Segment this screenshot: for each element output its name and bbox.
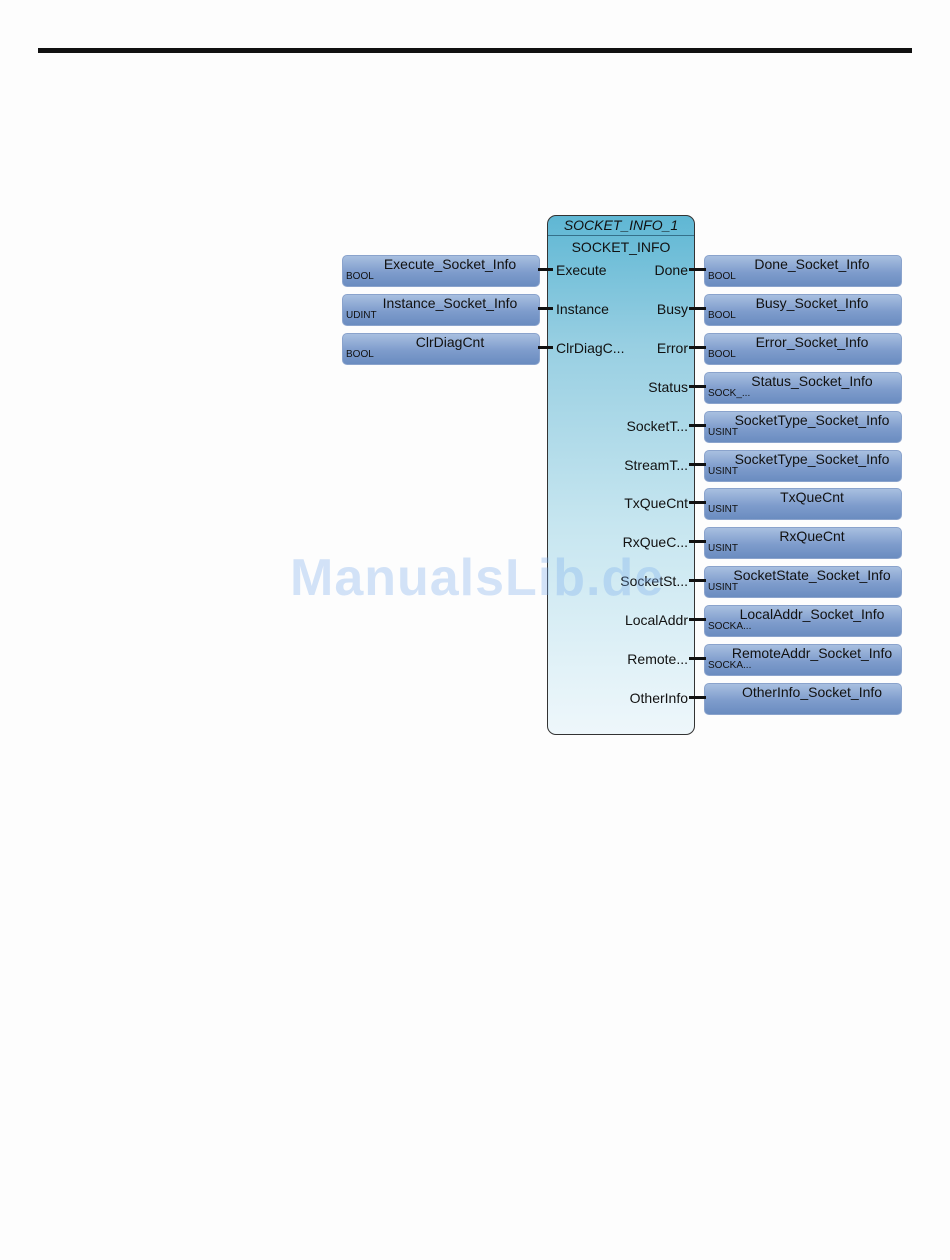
output-connector-6	[689, 501, 706, 505]
tag-name: OtherInfo_Socket_Info	[741, 683, 883, 700]
output-tag-11[interactable]: OtherInfo_Socket_Info	[704, 682, 902, 715]
tag-datatype: BOOL	[708, 348, 736, 360]
output-connector-11	[689, 695, 706, 699]
tag-name: Busy_Socket_Info	[755, 294, 869, 311]
input-pin-label-2: ClrDiagC...	[556, 339, 625, 356]
output-pin-label-11: OtherInfo	[629, 689, 688, 706]
tag-datatype: BOOL	[346, 271, 374, 282]
output-connector-3	[689, 384, 706, 388]
output-pin-label-8: SocketSt...	[620, 573, 688, 590]
output-pin-label-10: Remote...	[627, 651, 688, 667]
tag-name: RxQueCnt	[779, 528, 845, 545]
output-pin-label-6: TxQueCnt	[624, 495, 688, 512]
output-pin-label-1: Busy	[656, 300, 688, 317]
tag-name: ClrDiagCnt	[415, 333, 485, 350]
tag-name: RemoteAddr_Socket_Info	[731, 645, 893, 661]
input-pin-label-1: Instance	[556, 300, 609, 317]
tag-datatype: USINT	[708, 465, 738, 477]
output-pin-label-9: LocalAddr	[624, 612, 688, 629]
output-connector-4	[689, 423, 706, 427]
tag-datatype: BOOL	[346, 348, 374, 360]
tag-name: Instance_Socket_Info	[382, 294, 518, 311]
tag-datatype: SOCKA...	[708, 660, 752, 671]
tag-datatype: UDINT	[346, 309, 377, 321]
tag-datatype: BOOL	[708, 271, 736, 282]
output-connector-9	[689, 618, 706, 622]
block-type-name: SOCKET_INFO	[571, 239, 671, 255]
tag-name: TxQueCnt	[780, 489, 844, 506]
input-connector-2	[538, 345, 553, 349]
output-pin-label-4: SocketT...	[626, 417, 688, 434]
output-connector-2	[689, 345, 706, 349]
output-connector-8	[689, 579, 706, 583]
output-connector-10	[689, 657, 706, 660]
tag-name: Done_Socket_Info	[754, 256, 870, 272]
input-connector-1	[538, 306, 553, 310]
block-instance-name: SOCKET_INFO_1	[563, 217, 679, 233]
output-connector-0	[689, 268, 706, 271]
block-title-divider	[548, 235, 694, 236]
watermark: ManualsLib.de	[290, 549, 665, 607]
tag-datatype: BOOL	[708, 309, 736, 321]
tag-datatype: USINT	[708, 582, 738, 594]
output-connector-7	[689, 540, 706, 544]
output-pin-label-7: RxQueC...	[622, 534, 688, 551]
output-pin-label-3: Status	[648, 378, 688, 395]
output-pin-label-0: Done	[654, 262, 688, 278]
tag-datatype: USINT	[708, 543, 738, 555]
tag-name: Status_Socket_Info	[751, 372, 873, 389]
tag-name: Execute_Socket_Info	[383, 256, 517, 272]
tag-datatype: SOCK_...	[708, 387, 751, 399]
input-connector-0	[538, 268, 553, 271]
output-pin-label-5: StreamT...	[624, 456, 688, 473]
tag-datatype: SOCKA...	[708, 621, 752, 633]
tag-datatype: USINT	[708, 504, 738, 516]
tag-name: SocketType_Socket_Info	[734, 450, 890, 467]
input-pin-label-0: Execute	[556, 262, 607, 278]
tag-name: Error_Socket_Info	[755, 333, 869, 350]
output-pin-label-2: Error	[656, 339, 688, 356]
tag-name: SocketType_Socket_Info	[734, 411, 890, 428]
tag-datatype: USINT	[708, 426, 738, 438]
tag-name: LocalAddr_Socket_Info	[739, 606, 885, 623]
top-rule	[38, 48, 912, 53]
tag-name: SocketState_Socket_Info	[733, 567, 891, 584]
function-block[interactable]: SOCKET_INFO_1 SOCKET_INFO	[547, 215, 695, 735]
output-connector-1	[689, 306, 706, 310]
output-connector-5	[689, 462, 706, 466]
